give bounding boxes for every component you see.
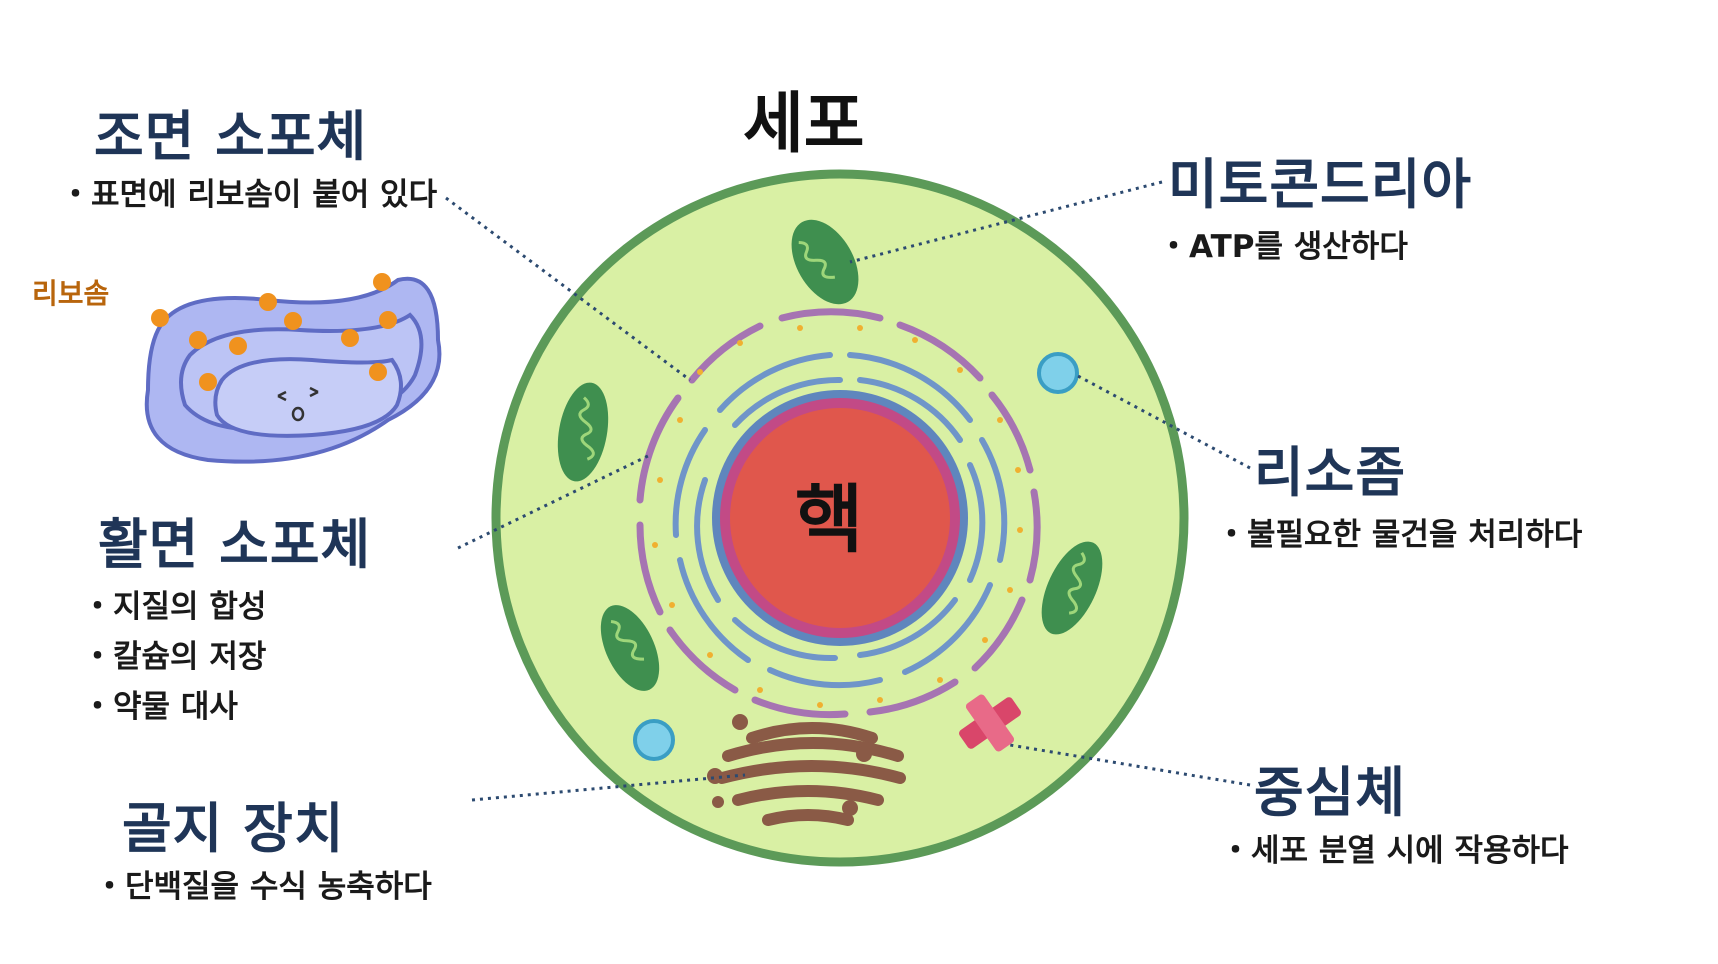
lysosome-bottom <box>633 719 675 761</box>
leader-lines <box>445 180 1251 802</box>
nucleus-label: 핵 <box>795 477 864 563</box>
smooth-er-heading: 활면 소포체 <box>98 513 372 576</box>
ribosome-dots <box>151 273 397 391</box>
rough-er-desc: ・표면에 리보솜이 붙어 있다 <box>60 177 438 213</box>
leader-smooth-er <box>457 453 651 550</box>
mitochondria-heading: 미토콘드리아 <box>1168 153 1473 216</box>
leader-golgi <box>471 773 746 802</box>
centrosome-desc: ・세포 분열 시에 작용하다 <box>1220 833 1569 869</box>
smooth-er-desc-item: ・약물 대사 <box>82 689 238 725</box>
smooth-er-desc-item: ・칼슘의 저장 <box>82 639 267 675</box>
page-title: 세포 <box>743 85 865 162</box>
smooth-er-desc-list: ・지질의 합성 ・칼슘의 저장 ・약물 대사 <box>82 582 266 732</box>
leader-mitochondria <box>849 180 1163 264</box>
rough-er-ribosome-dots <box>652 325 1023 708</box>
lysosome-right <box>1037 352 1079 394</box>
face-illustration <box>277 386 319 422</box>
nucleus <box>730 408 950 628</box>
rough-er-heading: 조면 소포체 <box>94 105 368 168</box>
mitochondrion-bottom-left <box>600 605 660 691</box>
golgi-apparatus <box>716 722 906 826</box>
centrosome-heading: 중심체 <box>1254 761 1407 824</box>
leader-centrosome <box>1009 743 1251 787</box>
golgi-vesicles <box>707 714 872 816</box>
rough-er-shape <box>636 308 1041 719</box>
mitochondrion-right <box>1041 541 1103 635</box>
centrosome <box>959 694 1021 752</box>
lysosome-heading: 리소좀 <box>1254 441 1407 504</box>
leader-rough-er <box>445 196 691 382</box>
lysosome-desc: ・불필요한 물건을 처리하다 <box>1216 517 1583 553</box>
smooth-er-desc-item: ・지질의 합성 <box>82 589 267 625</box>
golgi-desc: ・단백질을 수식 농축하다 <box>94 869 432 905</box>
cell <box>491 169 1189 867</box>
mitochondrion-top <box>791 219 859 305</box>
er-membrane-layers <box>672 352 1008 689</box>
mitochondrion-left <box>557 382 609 482</box>
rough-er-illustration <box>144 273 442 464</box>
mitochondria-desc: ・ATP를 생산하다 <box>1158 229 1408 265</box>
golgi-heading: 골지 장치 <box>122 797 345 860</box>
ribosome-label: 리보솜 <box>32 277 110 310</box>
leader-lysosome <box>1077 374 1251 470</box>
